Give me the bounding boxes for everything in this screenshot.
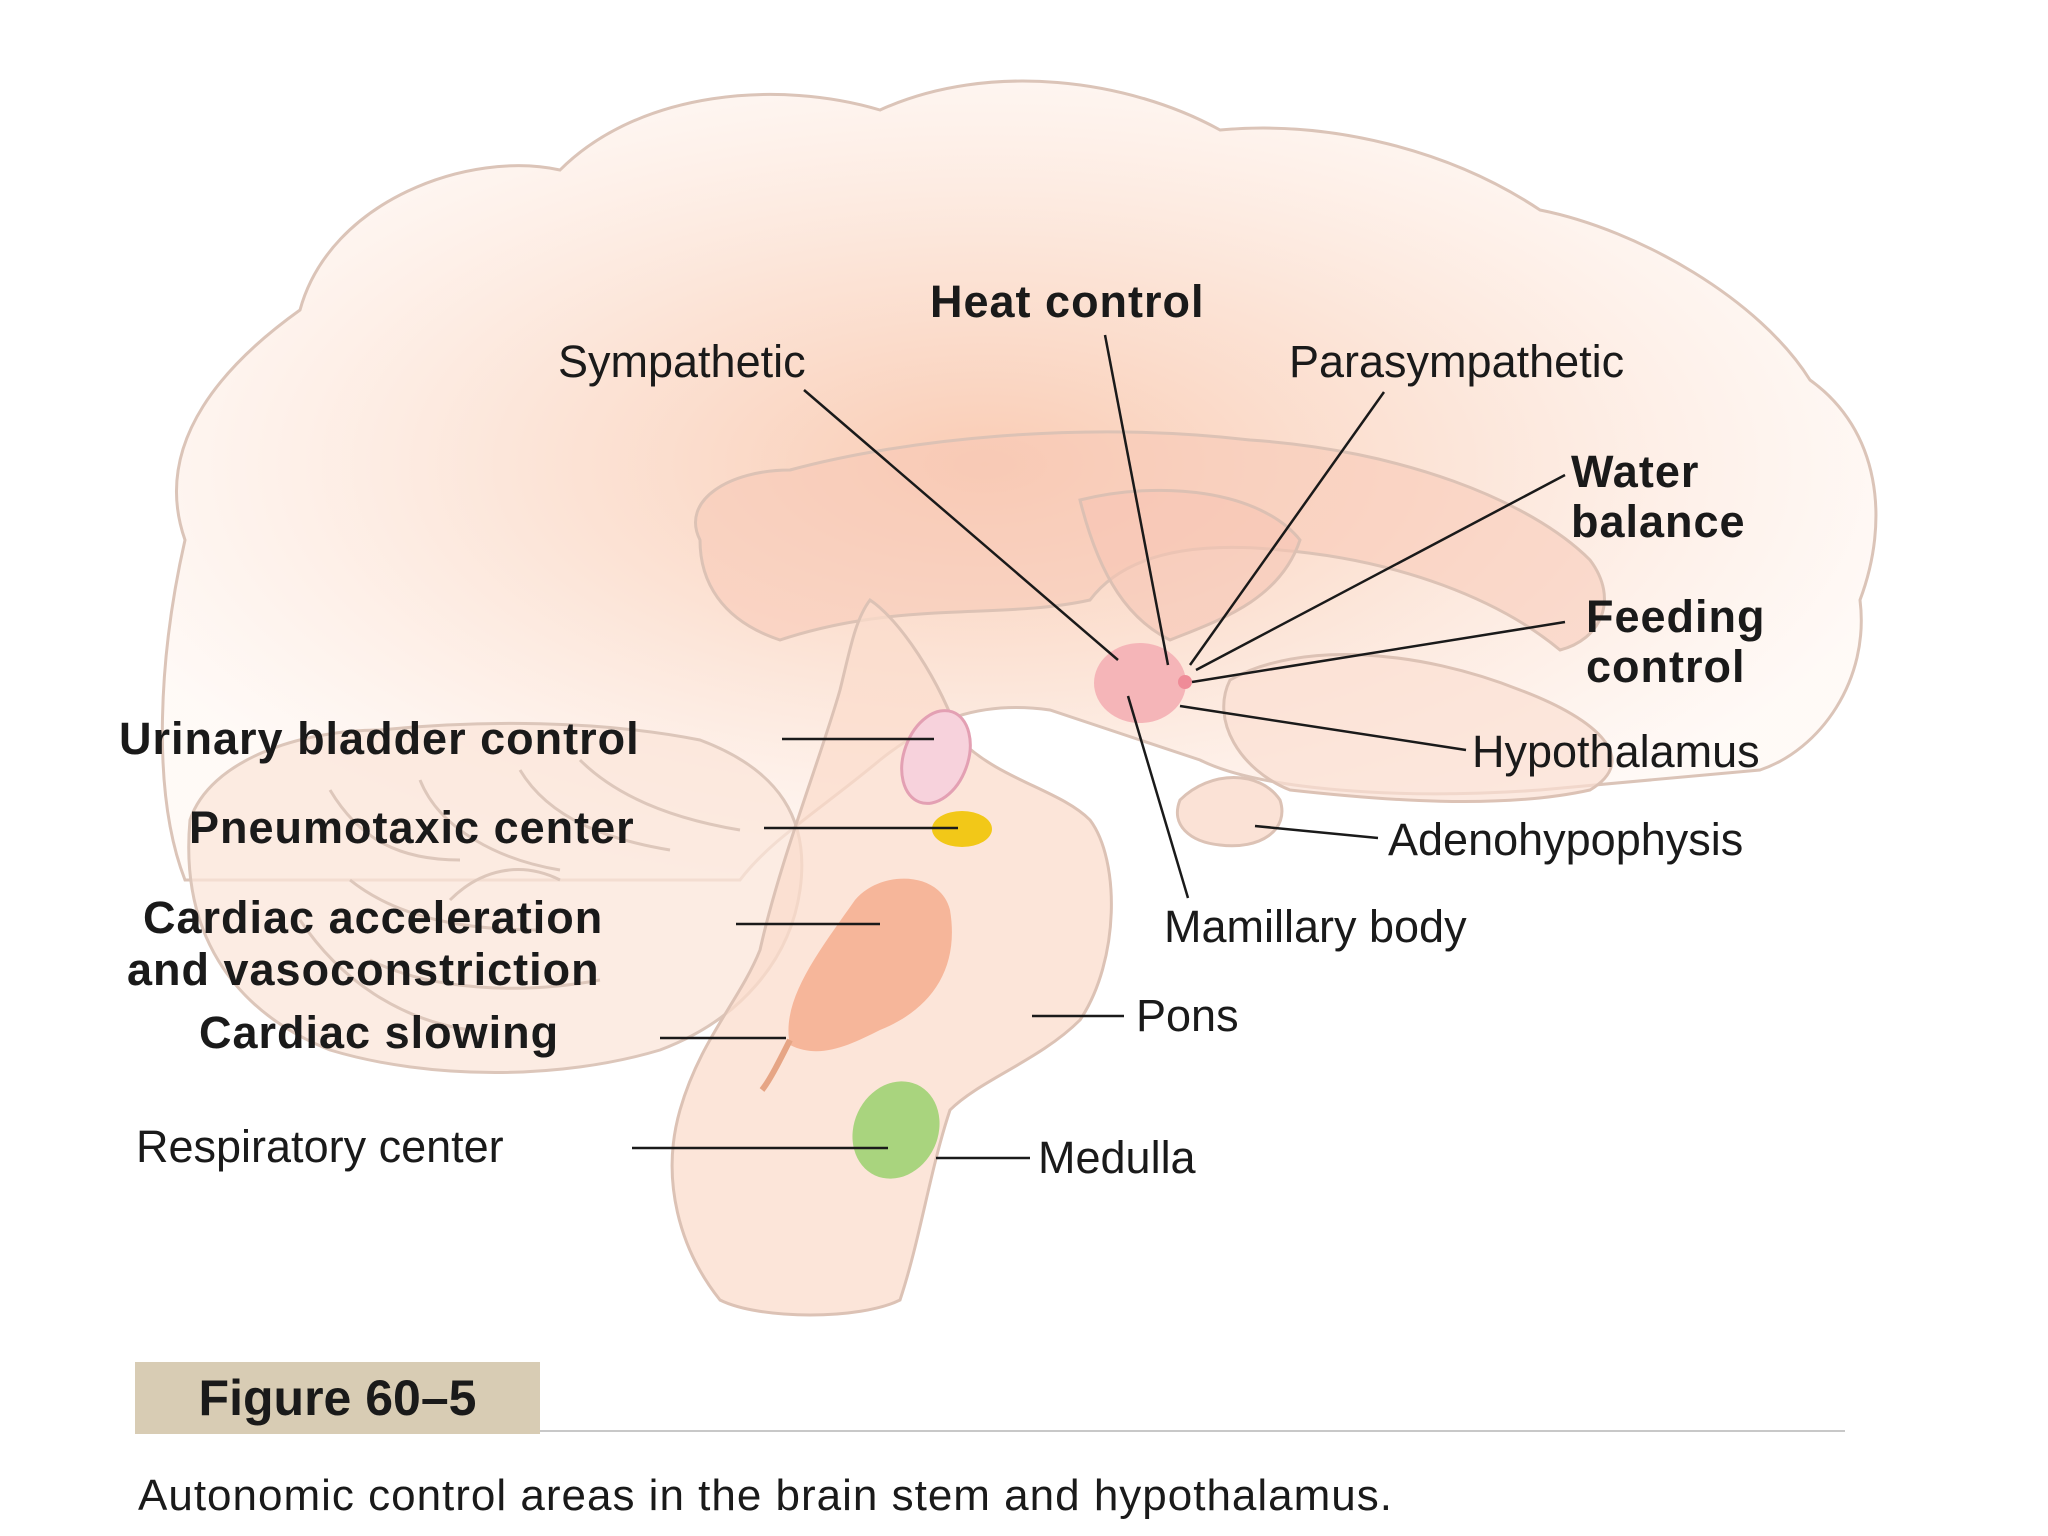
leader-heat-control — [1103, 334, 1170, 666]
label-medulla: Medulla — [1038, 1132, 1196, 1183]
pneumotaxic-center-shape — [932, 811, 992, 847]
figure-caption: Autonomic control areas in the brain ste… — [138, 1471, 1393, 1520]
leader-hypothalamus — [1179, 704, 1467, 752]
label-cardiac-acceleration-line1: Cardiac acceleration — [143, 892, 604, 943]
label-adenohypophysis: Adenohypophysis — [1388, 814, 1744, 865]
label-water-balance-line1: Water — [1571, 446, 1700, 497]
label-pneumotaxic-center: Pneumotaxic center — [189, 802, 635, 853]
label-water-balance-line2: balance — [1571, 496, 1746, 547]
cardiac-center-shape — [788, 878, 952, 1052]
label-cardiac-acceleration-line2: and vasoconstriction — [127, 944, 600, 995]
leader-water-balance — [1195, 473, 1566, 672]
label-respiratory-center: Respiratory center — [136, 1121, 504, 1172]
respiratory-center-shape — [852, 1081, 940, 1179]
label-mamillary-body: Mamillary body — [1164, 901, 1467, 952]
cardiac-slowing-shape — [759, 1038, 793, 1092]
leader-parasympathetic — [1188, 391, 1386, 666]
pituitary-outline — [1175, 776, 1284, 848]
leader-adenohypophysis — [1254, 824, 1379, 840]
figure-number-box: Figure 60–5 — [135, 1362, 540, 1434]
figure-number: Figure 60–5 — [198, 1370, 477, 1426]
label-urinary-bladder-control: Urinary bladder control — [119, 713, 640, 764]
hypothalamus-dot — [1178, 675, 1192, 689]
hypothalamus-shape — [1094, 643, 1186, 723]
label-pons: Pons — [1136, 990, 1239, 1041]
leader-feeding-control — [1191, 620, 1566, 684]
temporal-lobe-outline — [1222, 653, 1614, 804]
label-parasympathetic: Parasympathetic — [1289, 336, 1625, 387]
label-feeding-control-line2: control — [1586, 641, 1746, 692]
thalamus-outline — [1078, 488, 1302, 642]
leader-lines — [632, 334, 1566, 1160]
urinary-bladder-center-shape — [900, 709, 972, 805]
label-cardiac-slowing: Cardiac slowing — [199, 1007, 560, 1058]
caption-rule — [540, 1430, 1845, 1432]
label-feeding-control-line1: Feeding — [1586, 591, 1766, 642]
label-hypothalamus: Hypothalamus — [1472, 726, 1760, 777]
cerebellum-folia — [298, 758, 741, 1032]
leader-mamillary-body — [1126, 695, 1190, 899]
leader-sympathetic — [803, 389, 1119, 661]
label-sympathetic: Sympathetic — [558, 336, 806, 387]
label-heat-control: Heat control — [930, 276, 1205, 327]
